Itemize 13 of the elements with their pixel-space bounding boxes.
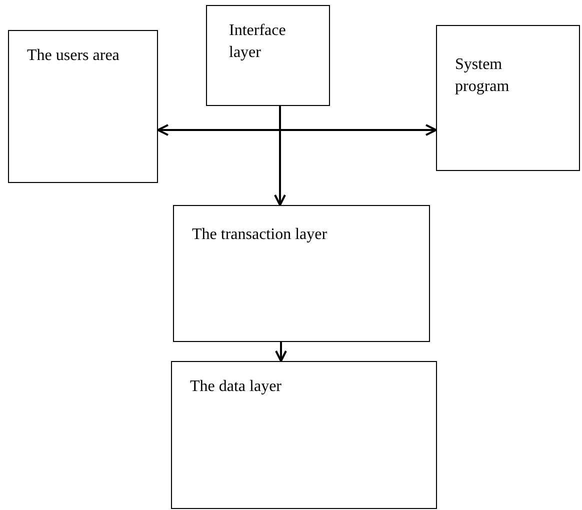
arrow [275,342,287,362]
box-label: The data layer [190,377,282,397]
layer-box [8,30,158,183]
layer-box [206,5,330,106]
layer-box [173,205,430,342]
box-label: System program [455,55,510,97]
box-label: The users area [27,46,120,66]
layer-box [171,361,437,509]
layer-box [436,25,580,171]
arrow [274,106,286,206]
box-label: Interface layer [229,21,287,63]
box-label: The transaction layer [192,225,328,245]
arrow [157,124,437,136]
